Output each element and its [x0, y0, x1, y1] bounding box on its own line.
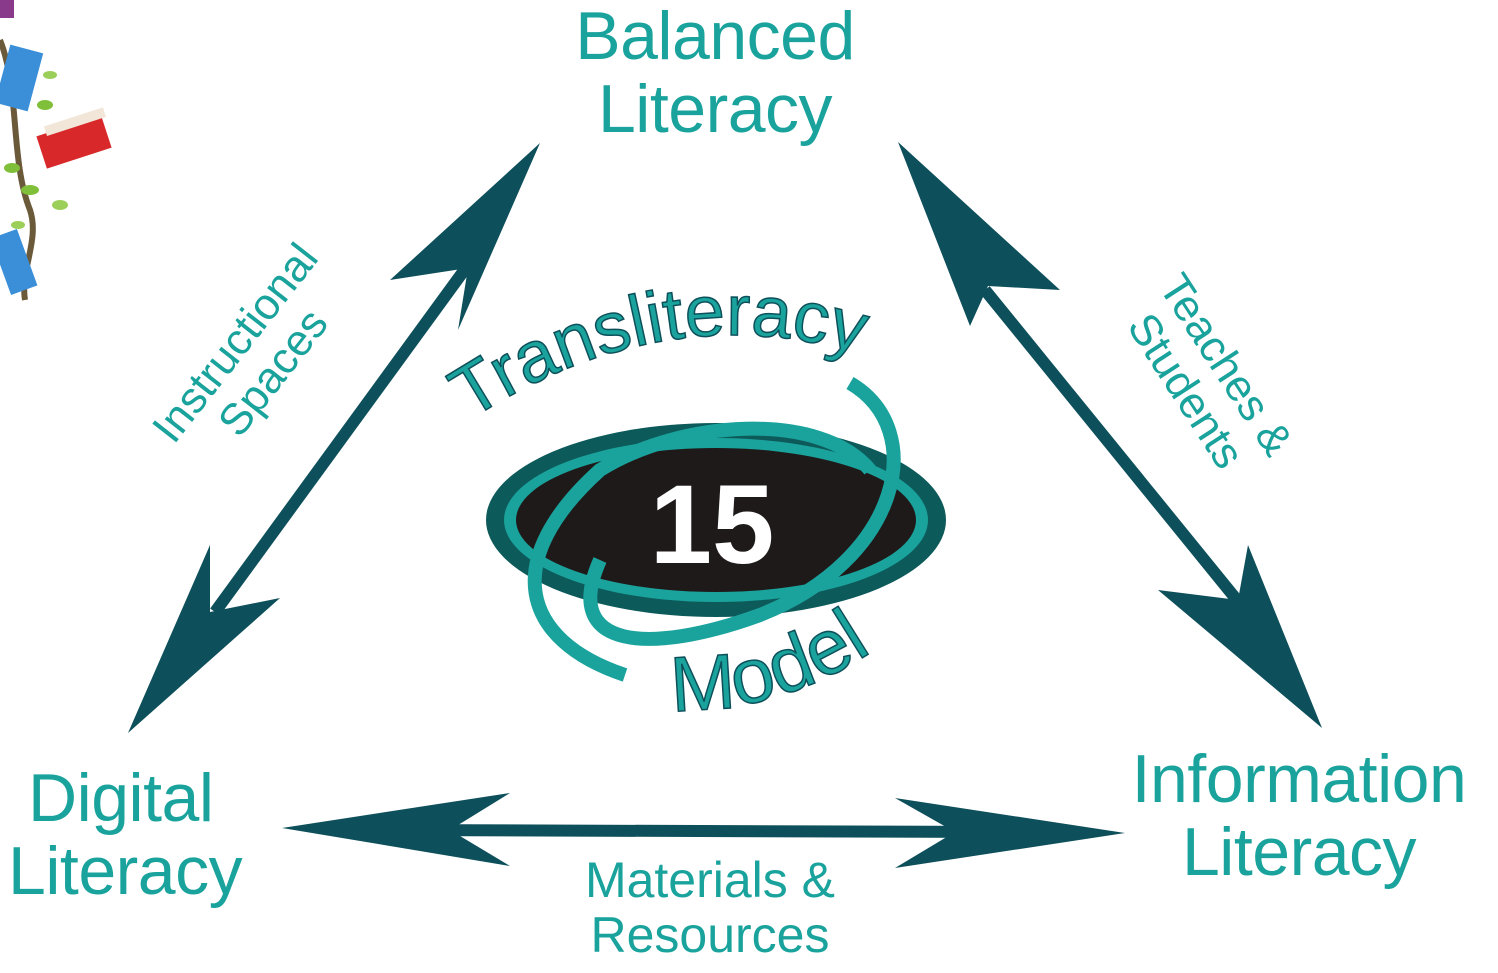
- node-digital-line-1: Digital: [28, 760, 214, 836]
- node-balanced-line-2: Literacy: [597, 71, 833, 148]
- logo-inner-ellipse: [516, 448, 916, 592]
- node-balanced-literacy: Balanced Literacy: [540, 0, 890, 147]
- edge-bottom-line-1: Materials &: [584, 852, 836, 908]
- node-information-line-2: Literacy: [1181, 814, 1417, 891]
- logo-top-text: Transliteracy: [437, 271, 877, 434]
- logo-number: 15: [650, 462, 775, 587]
- edge-bottom-line-2: Resources: [590, 907, 830, 963]
- transliteracy-logo: Transliteracy 15 Model: [436, 270, 946, 729]
- logo-swoosh-1: [583, 376, 901, 646]
- arrow-right: [898, 142, 1322, 728]
- node-digital-literacy: Digital Literacy: [0, 760, 298, 910]
- arrowhead-digital-left: [128, 545, 280, 733]
- arrow-bottom: [282, 793, 1125, 868]
- logo-swoosh-2: [527, 421, 876, 682]
- node-information-literacy: Information Literacy: [1100, 741, 1498, 891]
- edge-label-bottom: Materials & Resources: [500, 853, 920, 963]
- node-balanced-line-1: Balanced: [575, 0, 855, 74]
- node-digital-line-2: Literacy: [8, 833, 243, 910]
- arrowhead-information-right: [1158, 545, 1322, 728]
- arrowhead-balanced-right: [898, 142, 1060, 326]
- books-vine-decoration: [0, 0, 112, 301]
- arrow-left: [128, 143, 540, 733]
- node-information-line-1: Information: [1131, 741, 1467, 817]
- arrowhead-balanced-left: [390, 143, 540, 330]
- arrowhead-digital-bottom: [282, 793, 510, 866]
- arrowhead-information-bottom: [895, 798, 1125, 868]
